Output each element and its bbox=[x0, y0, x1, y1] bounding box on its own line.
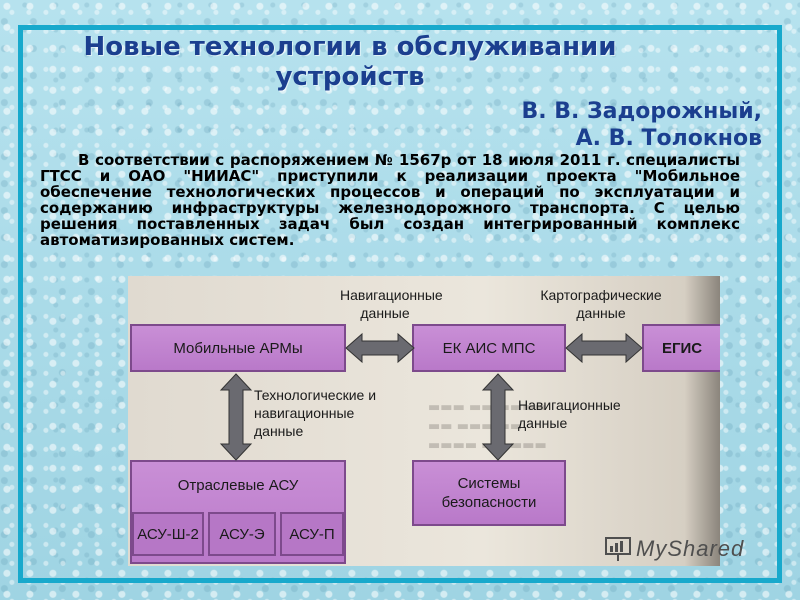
arrow-ekais-to-security bbox=[481, 373, 515, 461]
slide-title: Новые технологии в обслуживании устройст… bbox=[83, 32, 617, 92]
watermark-brand: MyShared bbox=[636, 536, 745, 561]
box-ek-ais-mps: ЕК АИС МПС bbox=[412, 324, 566, 372]
label-nav-data-right: Навигационные данные bbox=[518, 397, 621, 431]
presentation-board-icon bbox=[605, 537, 631, 561]
arrow-mobile-to-otraslevye bbox=[219, 373, 253, 461]
arrow-ekais-to-egis bbox=[565, 332, 643, 364]
slide-frame bbox=[18, 25, 782, 583]
myshared-watermark: MyShared bbox=[604, 536, 744, 562]
box-asu-p: АСУ-П bbox=[280, 512, 344, 556]
box-egis: ЕГИС bbox=[642, 324, 720, 372]
box-security-systems: Системы безопасности bbox=[412, 460, 566, 526]
intro-paragraph: В соответствии с распоряжением № 1567р о… bbox=[40, 151, 740, 249]
box-mobile-arm: Мобильные АРМы bbox=[130, 324, 346, 372]
arrow-mobile-to-ekais bbox=[345, 332, 415, 364]
label-carto-data: Картографические данные bbox=[540, 287, 662, 321]
author-1: В. В. Задорожный, bbox=[521, 99, 762, 124]
label-tech-nav-data: Технологические и навигационные данные bbox=[254, 387, 377, 439]
box-asu-sh-2: АСУ-Ш-2 bbox=[132, 512, 204, 556]
diagram-photo: ▬▬▬ ▬▬ ▬▬▬▬▬▬ ▬▬▬ ▬▬▬▬▬▬ ▬▬ ▬▬▬▬▬ ▬▬▬▬ ▬… bbox=[128, 276, 720, 566]
box-otraslevye-asu-label: Отраслевые АСУ bbox=[177, 477, 299, 494]
authors: В. В. Задорожный, А. В. Толокнов bbox=[521, 98, 762, 152]
box-asu-e: АСУ-Э bbox=[208, 512, 276, 556]
label-nav-data-top: Навигационные данные bbox=[340, 287, 443, 321]
author-2: А. В. Толокнов bbox=[575, 126, 762, 151]
